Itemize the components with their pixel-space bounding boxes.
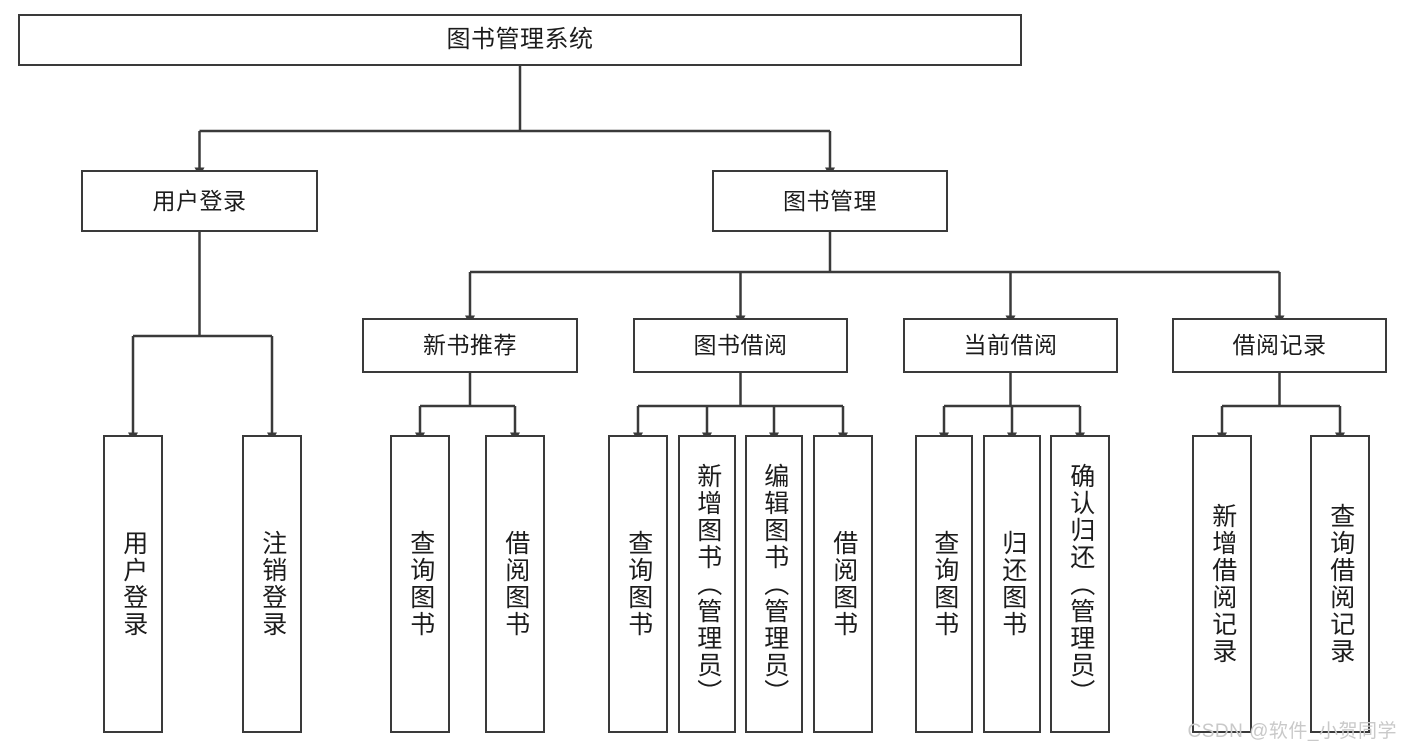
node-label: 查询借阅记录	[1326, 503, 1355, 665]
node-label: 借阅图书	[829, 530, 858, 638]
node-label: 新书推荐	[423, 332, 517, 359]
node-label: 图书借阅	[693, 332, 788, 359]
node-leaf_rec_1[interactable]: 新增借阅记录	[1192, 435, 1252, 733]
node-leaf_login_2[interactable]: 注销登录	[242, 435, 302, 733]
node-leaf_bor_4[interactable]: 借阅图书	[813, 435, 873, 733]
node-leaf_cur_1[interactable]: 查询图书	[915, 435, 973, 733]
node-borrow[interactable]: 图书借阅	[633, 318, 848, 373]
node-label: 用户登录	[119, 530, 148, 638]
node-label: 查询图书	[406, 530, 435, 638]
node-bookmgmt[interactable]: 图书管理	[712, 170, 948, 232]
node-label: 归还图书	[998, 530, 1027, 638]
node-label: 借阅记录	[1232, 332, 1327, 359]
node-root[interactable]: 图书管理系统	[18, 14, 1022, 66]
node-leaf_cur_3[interactable]: 确认归还（管理员）	[1050, 435, 1110, 733]
node-records[interactable]: 借阅记录	[1172, 318, 1387, 373]
node-login[interactable]: 用户登录	[81, 170, 318, 232]
node-label: 图书管理系统	[446, 26, 594, 54]
node-leaf_bor_2[interactable]: 新增图书（管理员）	[678, 435, 736, 733]
node-label: 编辑图书（管理员）	[760, 462, 789, 706]
csdn-watermark: CSDN @软件_小贺同学	[1187, 721, 1397, 742]
node-leaf_bor_1[interactable]: 查询图书	[608, 435, 668, 733]
node-current[interactable]: 当前借阅	[903, 318, 1118, 373]
node-label: 确认归还（管理员）	[1066, 462, 1095, 706]
node-leaf_rec_2[interactable]: 查询借阅记录	[1310, 435, 1370, 733]
node-leaf_bor_3[interactable]: 编辑图书（管理员）	[745, 435, 803, 733]
node-label: 当前借阅	[963, 332, 1058, 359]
node-newbook[interactable]: 新书推荐	[362, 318, 578, 373]
node-label: 新增图书（管理员）	[693, 462, 722, 706]
node-label: 查询图书	[930, 530, 959, 638]
node-label: 查询图书	[624, 530, 653, 638]
node-label: 图书管理	[783, 187, 877, 214]
node-label: 用户登录	[152, 187, 247, 214]
node-leaf_login_1[interactable]: 用户登录	[103, 435, 163, 733]
node-label: 新增借阅记录	[1208, 503, 1237, 665]
node-leaf_new_2[interactable]: 借阅图书	[485, 435, 545, 733]
node-leaf_new_1[interactable]: 查询图书	[390, 435, 450, 733]
node-leaf_cur_2[interactable]: 归还图书	[983, 435, 1041, 733]
node-label: 注销登录	[258, 530, 287, 638]
node-label: 借阅图书	[501, 530, 530, 638]
